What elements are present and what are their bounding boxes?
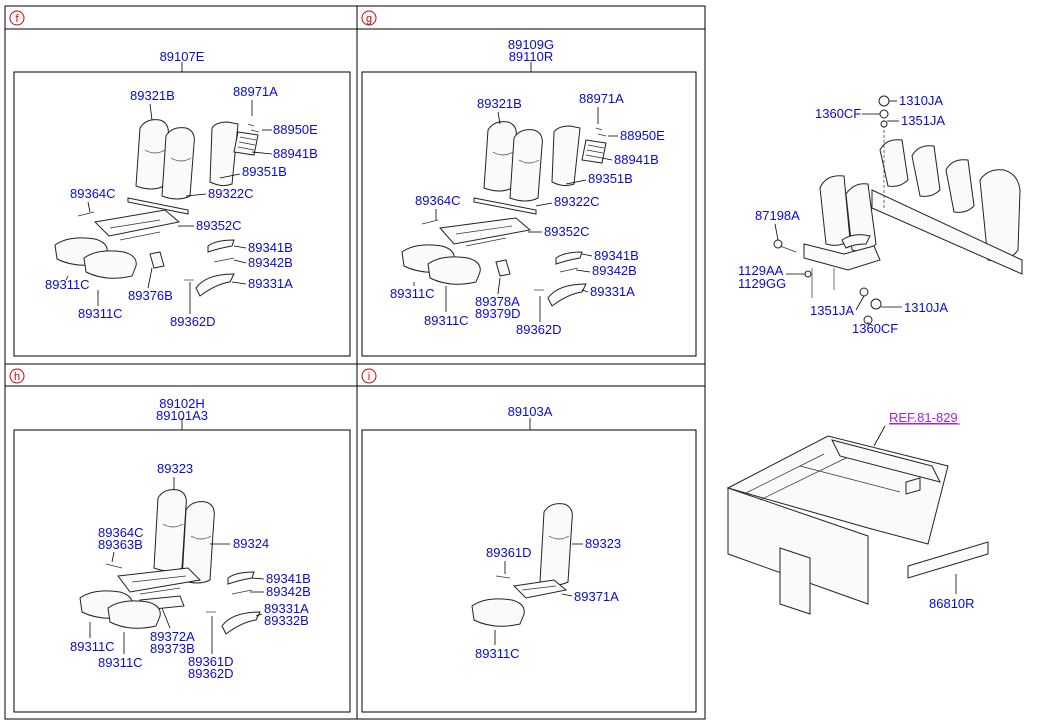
label-89102H: 89102H <box>159 396 205 411</box>
label-1129GG: 1129GG <box>738 276 786 291</box>
label-89373B: 89373B <box>150 641 195 656</box>
section-f-drawing <box>54 119 260 297</box>
svg-text:f: f <box>15 13 19 25</box>
svg-text:g: g <box>366 13 372 25</box>
section-badge-h: h <box>9 368 25 384</box>
label-89342B: 89342B <box>266 584 311 599</box>
label-89364C: 89364C <box>415 193 461 208</box>
label-89351B: 89351B <box>242 164 287 179</box>
label-89324: 89324 <box>233 536 269 551</box>
label-1310JA: 1310JA <box>904 300 948 315</box>
label-89364C: 89364C <box>70 186 116 201</box>
label-88941B: 88941B <box>614 152 659 167</box>
left-frame <box>4 5 706 720</box>
floor-covering-drawing <box>726 435 989 615</box>
label-89372A: 89372A <box>150 629 195 644</box>
label-89362D: 89362D <box>170 314 216 329</box>
section-g-box <box>361 71 697 357</box>
label-1360CF: 1360CF <box>815 106 861 121</box>
label-87198A: 87198A <box>755 208 800 223</box>
label-89361D: 89361D <box>486 545 532 560</box>
svg-text:i: i <box>368 371 370 383</box>
label-89342B: 89342B <box>592 263 637 278</box>
label-88950E: 88950E <box>620 128 665 143</box>
label-89107E: 89107E <box>160 49 205 64</box>
label-89311C: 89311C <box>390 286 435 301</box>
section-h-drawing <box>79 489 261 635</box>
label-89364C: 89364C <box>98 525 144 540</box>
label-1129AA: 1129AA <box>738 263 784 278</box>
label-89311C: 89311C <box>70 639 115 654</box>
label-89341B: 89341B <box>266 571 311 586</box>
label-89331A: 89331A <box>248 276 293 291</box>
label-1360CF: 1360CF <box>852 321 898 336</box>
label-1351JA: 1351JA <box>901 113 945 128</box>
label-88941B: 88941B <box>273 146 318 161</box>
label-88971A: 88971A <box>579 91 624 106</box>
label-89311C: 89311C <box>45 277 90 292</box>
label-89321B: 89321B <box>477 96 522 111</box>
label-89352C: 89352C <box>544 224 590 239</box>
section-badge-i: i <box>361 368 377 384</box>
label-89362D: 89362D <box>516 322 562 337</box>
label-89311C: 89311C <box>475 646 520 661</box>
label-88950E: 88950E <box>273 122 318 137</box>
bench-seat-assembly <box>773 95 1023 325</box>
section-badge-g: g <box>361 10 377 26</box>
label-89110R: 89110R <box>509 49 554 64</box>
label-89331A: 89331A <box>590 284 635 299</box>
label-86810R: 86810R <box>929 596 975 611</box>
label-89376B: 89376B <box>128 288 173 303</box>
label-89341B: 89341B <box>594 248 639 263</box>
label-89341B: 89341B <box>248 240 293 255</box>
label-89332B: 89332B <box>264 613 309 628</box>
label-89351B: 89351B <box>588 171 633 186</box>
label-89379D: 89379D <box>475 306 521 321</box>
label-1351JA: 1351JA <box>810 303 854 318</box>
svg-text:h: h <box>14 371 20 383</box>
label-89378A: 89378A <box>475 294 520 309</box>
label-89311C: 89311C <box>78 306 123 321</box>
label-89101A3: 89101A3 <box>156 408 208 423</box>
section-i-drawing <box>471 503 573 627</box>
label-89103A: 89103A <box>508 404 553 419</box>
label-89352C: 89352C <box>196 218 242 233</box>
section-g-drawing <box>401 121 607 307</box>
ref-link[interactable]: REF.81-829 <box>889 410 958 425</box>
section-i-box <box>361 429 697 713</box>
label-89323: 89323 <box>585 536 621 551</box>
label-89322C: 89322C <box>208 186 254 201</box>
label-89361D: 89361D <box>188 654 234 669</box>
label-89321B: 89321B <box>130 88 175 103</box>
label-89311C: 89311C <box>424 313 469 328</box>
label-89323: 89323 <box>157 461 193 476</box>
label-89362D: 89362D <box>188 666 234 681</box>
label-1310JA: 1310JA <box>899 93 943 108</box>
label-89311C: 89311C <box>98 655 143 670</box>
section-badge-f: f <box>9 10 25 26</box>
label-88971A: 88971A <box>233 84 278 99</box>
label-89371A: 89371A <box>574 589 619 604</box>
label-89342B: 89342B <box>248 255 293 270</box>
label-89331A: 89331A <box>264 601 309 616</box>
label-89322C: 89322C <box>554 194 600 209</box>
label-89363B: 89363B <box>98 537 143 552</box>
label-89109G: 89109G <box>508 37 554 52</box>
